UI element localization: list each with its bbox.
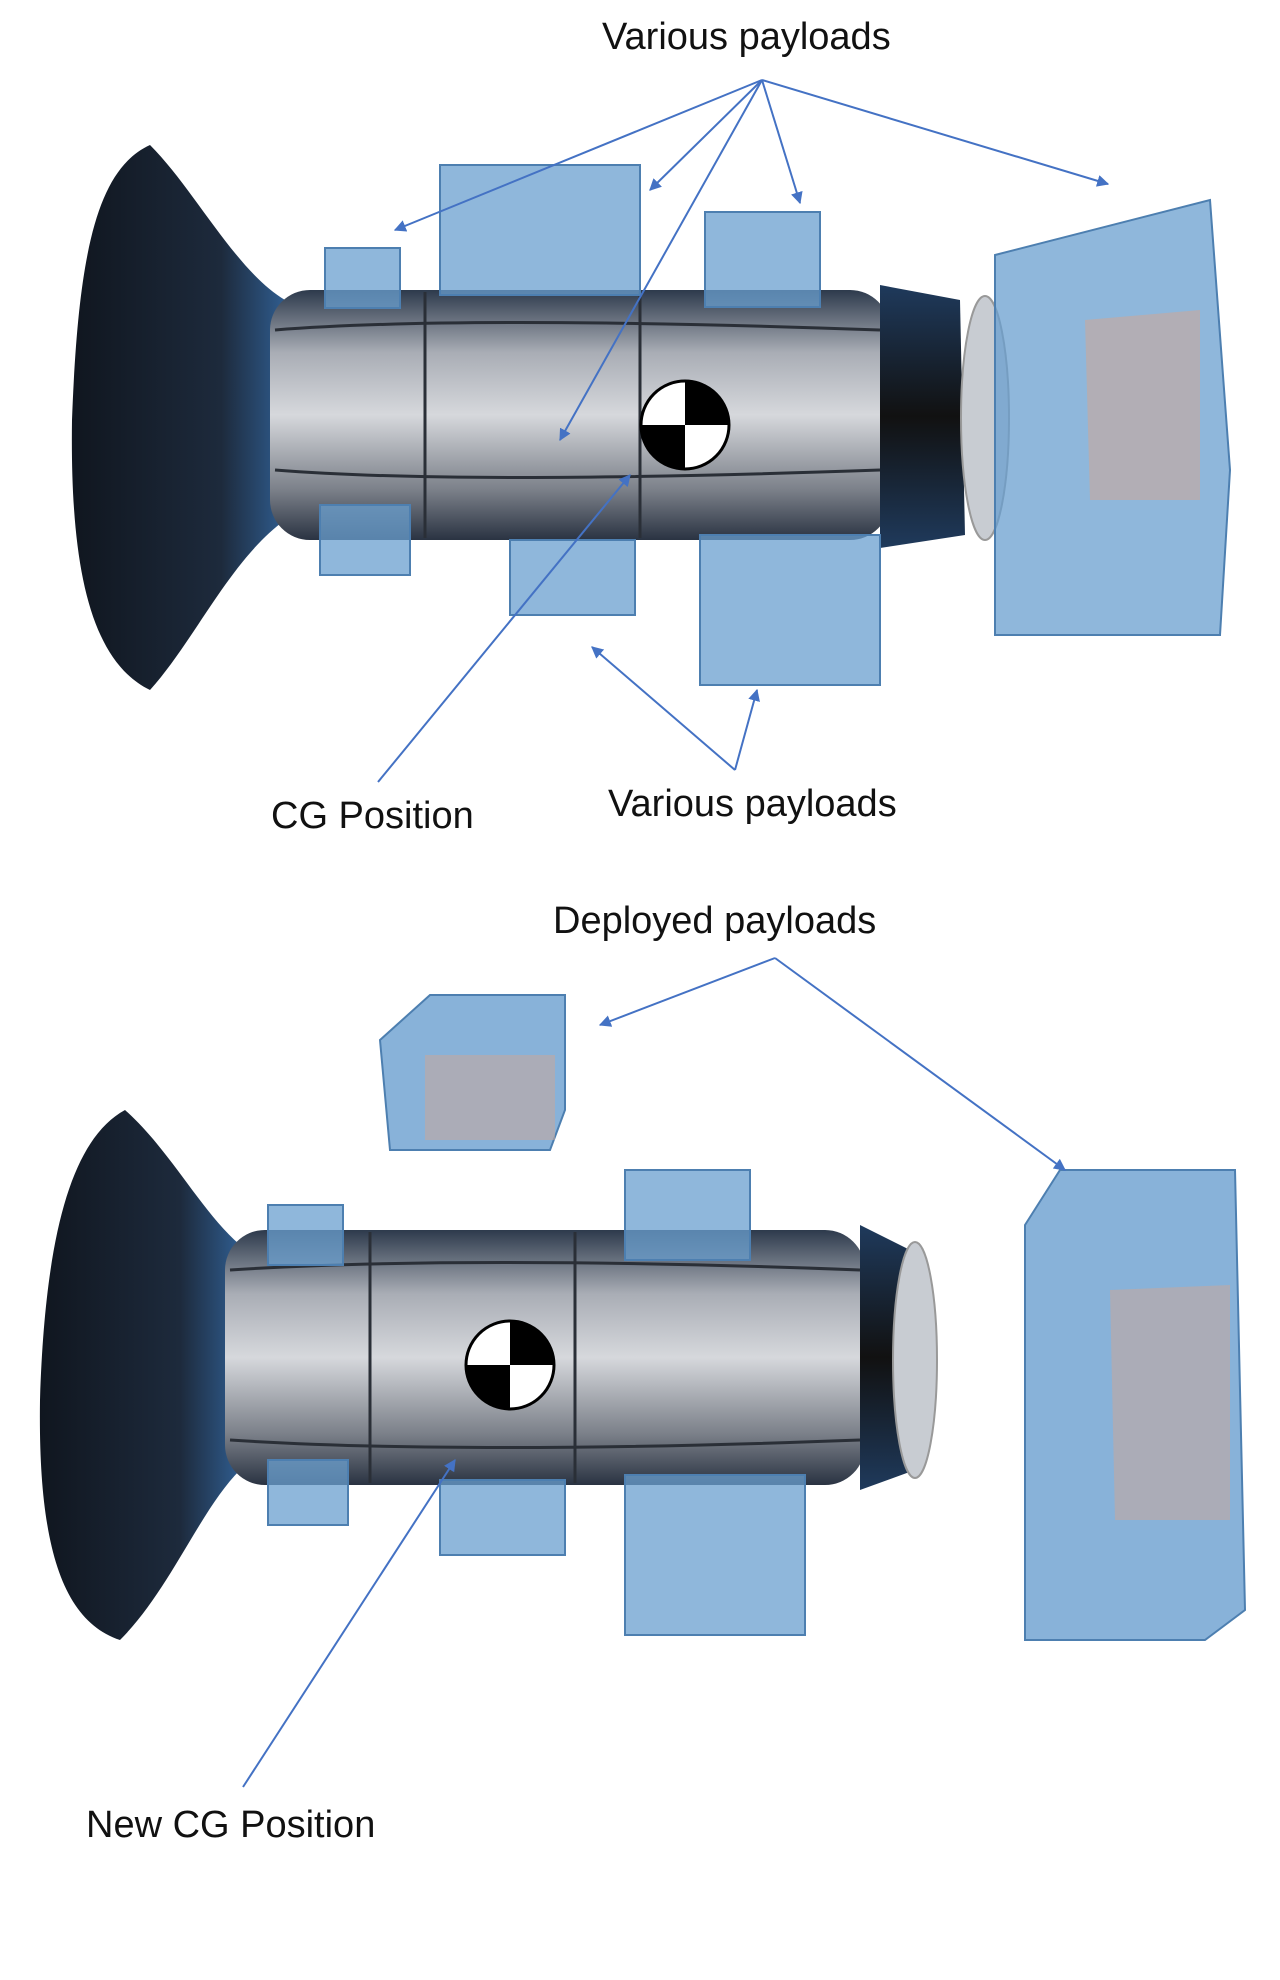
arrow-line (761, 79, 1110, 187)
new-cg-position-label: New CG Position (86, 1804, 376, 1846)
payload-box (267, 1459, 349, 1526)
cg-pointer-line (377, 474, 631, 783)
cg-position-label: CG Position (271, 795, 474, 837)
cg-marker-top (639, 379, 731, 471)
payload-box (699, 534, 881, 686)
arrow-line (591, 646, 736, 771)
payload-box (324, 247, 401, 309)
arrow-line (559, 79, 763, 442)
arrow-line (393, 79, 763, 232)
payload-box (439, 164, 641, 296)
payload-box (509, 539, 636, 616)
bottom-payloads-label: Various payloads (608, 783, 897, 825)
arrow-line (598, 957, 776, 1027)
arrow-line (761, 79, 803, 205)
new-cg-pointer-line (242, 1458, 456, 1788)
payload-box (439, 1479, 566, 1556)
arrows-deployed (598, 957, 1066, 1171)
payload-box (624, 1169, 751, 1261)
spacecraft-top (71, 145, 1232, 690)
spacecraft-bottom (39, 1110, 938, 1640)
arrows-top (393, 79, 1110, 442)
body-rings-bottom (229, 1232, 861, 1483)
top-payloads-label: Various payloads (602, 16, 891, 58)
body-rings-top (274, 292, 881, 538)
payload-box (624, 1474, 806, 1636)
cg-marker-bottom (464, 1319, 556, 1411)
arrow-line (649, 79, 763, 191)
payload-box (267, 1204, 344, 1266)
payload-box (704, 211, 821, 308)
aft-section-top (880, 285, 965, 548)
nozzle-top (71, 145, 285, 690)
arrows-bottom-payloads (591, 646, 760, 771)
arrow-line (774, 957, 1066, 1171)
payload-box (319, 504, 411, 576)
arrow-line (734, 688, 760, 771)
payloads-bottom (267, 1169, 806, 1636)
nozzle-bottom (39, 1110, 241, 1640)
deployed-payloads-label: Deployed payloads (553, 900, 877, 942)
payloads-top (319, 164, 1232, 686)
